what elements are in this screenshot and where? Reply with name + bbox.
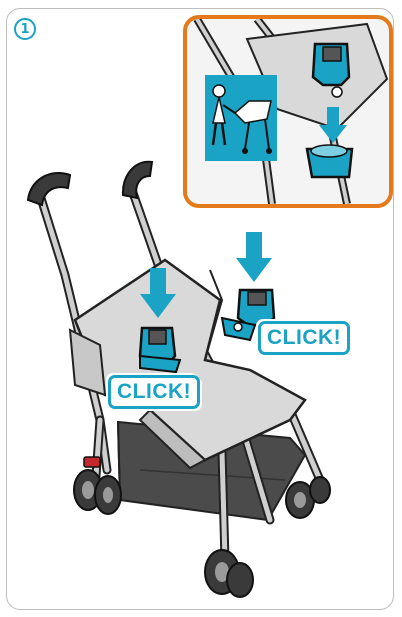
click-label-left: CLICK!: [108, 375, 200, 409]
down-arrow-right-icon: [236, 232, 272, 282]
front-right-wheel: [286, 477, 330, 518]
front-left-wheel: [205, 550, 253, 597]
person-pushing-stroller-icon: [205, 75, 277, 161]
rear-right-wheel: [95, 476, 121, 514]
detail-inset: [183, 15, 393, 208]
click-label-right: CLICK!: [258, 321, 350, 355]
brake-pedal: [84, 457, 100, 467]
